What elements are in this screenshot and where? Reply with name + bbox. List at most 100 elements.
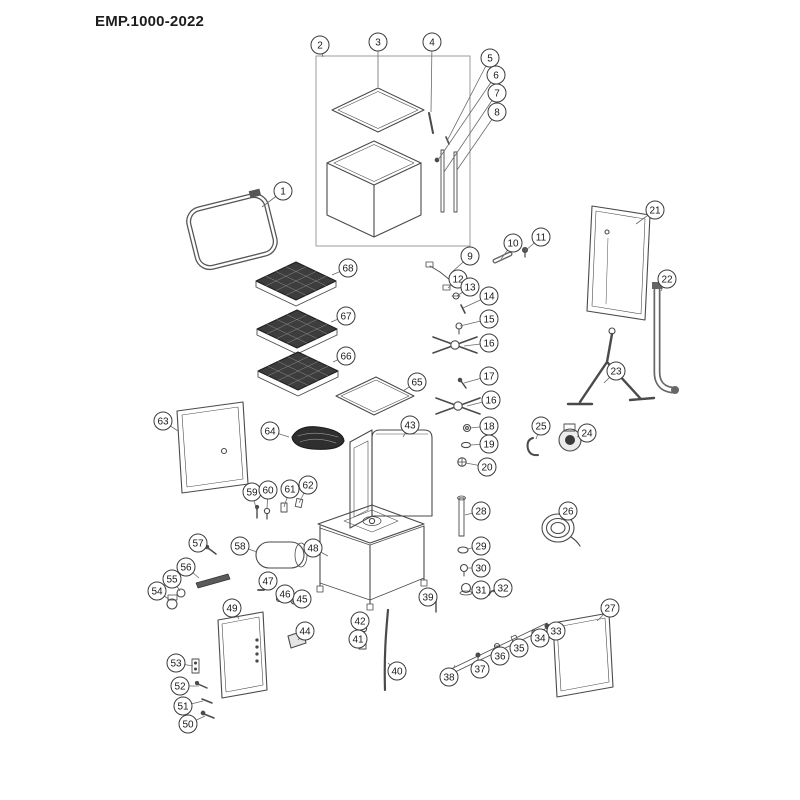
callout-number-54: 54 [151, 587, 163, 598]
callout-balloon-46 [275, 584, 295, 604]
callout-balloon-66 [336, 346, 356, 366]
callout-balloon-29 [471, 536, 491, 556]
callout-balloon-50 [178, 714, 198, 734]
callout-balloon-42 [350, 611, 370, 631]
callout-number-7: 7 [494, 89, 500, 100]
callout-number-20: 20 [481, 463, 493, 474]
part-25-elbow [526, 437, 539, 457]
part-2-assembly-box [315, 55, 471, 247]
callout-number-59: 59 [246, 488, 258, 499]
callout-number-32: 32 [497, 584, 509, 595]
part-23-stand [566, 327, 656, 406]
callout-number-44: 44 [299, 627, 311, 638]
callout-number-39: 39 [422, 593, 434, 604]
callout-number-65: 65 [411, 378, 423, 389]
callout-number-19: 19 [483, 440, 495, 451]
callout-balloon-53 [166, 653, 186, 673]
callout-balloon-16 [481, 390, 501, 410]
callout-balloon-27 [600, 598, 620, 618]
callout-number-62: 62 [302, 481, 314, 492]
callout-number-63: 63 [157, 417, 169, 428]
parts-50-53-screws [191, 658, 215, 719]
callout-balloon-7 [487, 83, 507, 103]
callout-number-11: 11 [536, 233, 547, 244]
callout-number-68: 68 [342, 264, 354, 275]
callout-balloon-19 [479, 434, 499, 454]
part-22-drain-tube [652, 282, 679, 394]
callout-number-31: 31 [475, 586, 487, 597]
callout-number-60: 60 [262, 486, 274, 497]
callout-balloon-44 [295, 621, 315, 641]
part-1-door-frame [186, 188, 278, 271]
callout-balloon-49 [222, 598, 242, 618]
callout-number-6: 6 [493, 71, 499, 82]
callout-number-28: 28 [475, 507, 487, 518]
callout-number-1: 1 [280, 187, 286, 198]
callout-number-13: 13 [464, 283, 476, 294]
callout-balloon-37 [470, 659, 490, 679]
callout-balloon-25 [531, 416, 551, 436]
callout-balloon-54 [147, 581, 167, 601]
callout-leader-6 [437, 74, 497, 161]
callout-number-29: 29 [475, 542, 487, 553]
callout-balloon-36 [490, 646, 510, 666]
callout-number-12: 12 [452, 275, 464, 286]
callout-balloon-48 [303, 538, 323, 558]
part-67-rack [256, 309, 338, 355]
callout-number-37: 37 [474, 665, 486, 676]
callout-number-24: 24 [581, 429, 593, 440]
callout-number-34: 34 [534, 634, 546, 645]
callout-balloon-67 [336, 306, 356, 326]
part-65-tray [335, 376, 415, 416]
part-58-boiler [255, 541, 308, 569]
callout-balloon-8 [487, 102, 507, 122]
callout-balloon-4 [422, 32, 442, 52]
callout-number-8: 8 [494, 108, 500, 119]
part-3-lid [331, 87, 425, 133]
callout-number-49: 49 [226, 604, 238, 615]
callout-number-33: 33 [550, 627, 562, 638]
callout-balloon-23 [606, 361, 626, 381]
callout-leader-7 [443, 92, 498, 173]
callout-balloon-57 [188, 533, 208, 553]
callout-number-10: 10 [507, 239, 519, 250]
callout-number-2: 2 [317, 41, 323, 52]
part-63-side-panel [176, 401, 249, 494]
callout-leader-4 [430, 41, 433, 113]
callout-number-57: 57 [192, 539, 204, 550]
part-49-door-panel [217, 611, 268, 699]
callout-balloon-40 [387, 661, 407, 681]
callout-number-50: 50 [182, 720, 194, 731]
callout-balloon-14 [479, 286, 499, 306]
callout-number-38: 38 [443, 673, 455, 684]
callout-balloon-63 [153, 411, 173, 431]
part-43-body [349, 429, 433, 529]
callout-balloon-1 [273, 181, 293, 201]
callout-number-15: 15 [483, 315, 495, 326]
callout-balloon-64 [260, 421, 280, 441]
callout-balloon-15 [479, 309, 499, 329]
callout-balloon-65 [407, 372, 427, 392]
callout-number-53: 53 [170, 659, 182, 670]
callout-balloon-47 [258, 571, 278, 591]
callout-balloon-16 [479, 333, 499, 353]
callout-number-18: 18 [483, 422, 495, 433]
callout-balloon-55 [162, 569, 182, 589]
callout-number-51: 51 [177, 702, 189, 713]
callout-number-41: 41 [352, 635, 364, 646]
callout-balloon-26 [558, 501, 578, 521]
callout-balloon-20 [477, 457, 497, 477]
callout-number-52: 52 [174, 682, 186, 693]
callout-balloon-62 [298, 475, 318, 495]
callout-number-22: 22 [661, 275, 673, 286]
callout-number-25: 25 [535, 422, 547, 433]
callout-number-27: 27 [604, 604, 616, 615]
callout-balloon-38 [439, 667, 459, 687]
callout-balloon-10 [503, 233, 523, 253]
callout-number-40: 40 [391, 667, 403, 678]
callout-balloon-60 [258, 480, 278, 500]
callout-number-23: 23 [610, 367, 622, 378]
part-17-screw [457, 377, 467, 389]
parts-5-8-strips [434, 136, 458, 213]
